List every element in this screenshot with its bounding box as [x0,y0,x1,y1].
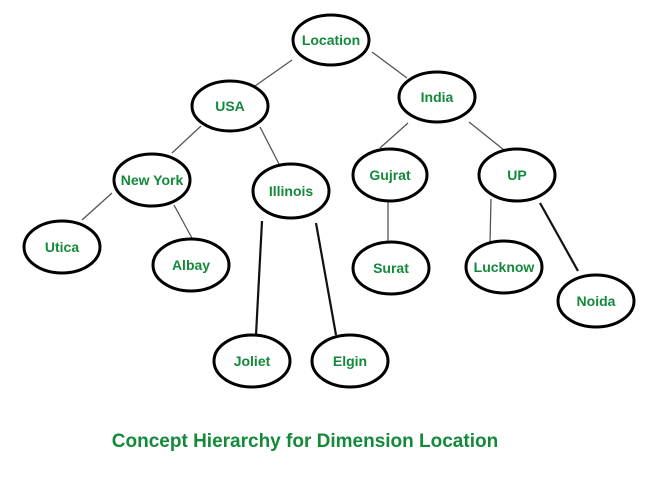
edge-usa-to-illinois [259,126,280,165]
node-ellipse [22,219,102,275]
node-ellipse [556,273,636,329]
node-ellipse [291,13,371,67]
node-albay: Albay [151,237,231,293]
node-label: Albay [172,257,210,273]
node-label: Gujrat [369,167,411,183]
node-ellipse [212,333,292,389]
node-elgin: Elgin [310,333,390,389]
node-ellipse [112,152,192,208]
edges [81,51,579,336]
node-up: UP [477,147,557,203]
node-ellipse [477,147,557,203]
node-ellipse [464,239,544,295]
edge-india-to-gujrat [379,122,409,149]
node-illinois: Illinois [251,162,331,220]
node-label: Utica [45,239,79,255]
node-ellipse [251,162,331,220]
node-surat: Surat [351,240,431,296]
edge-location-to-india [371,51,408,79]
node-utica: Utica [22,219,102,275]
node-india: India [397,70,477,124]
node-label: Joliet [234,353,271,369]
node-usa: USA [190,79,270,133]
edge-new-york-to-utica [81,192,113,221]
diagram-caption: Concept Hierarchy for Dimension Location [111,431,499,452]
node-joliet: Joliet [212,333,292,389]
edge-location-to-usa [254,59,293,87]
node-label: Lucknow [474,259,535,275]
edge-up-to-lucknow [489,198,492,244]
node-ellipse [151,237,231,293]
edge-illinois-to-elgin [314,222,338,336]
edge-illinois-to-joliet [254,220,264,336]
node-ellipse [190,79,270,133]
node-ellipse [351,147,429,203]
edge-usa-to-new-york [171,125,202,154]
edge-new-york-to-albay [173,204,194,241]
edge-india-to-up [468,121,505,151]
node-ellipse [310,333,390,389]
node-label: Illinois [269,183,314,199]
node-lucknow: Lucknow [464,239,544,295]
node-label: Location [302,32,360,48]
node-label: Noida [577,293,616,309]
node-label: Elgin [333,353,367,369]
node-location: Location [291,13,371,67]
node-noida: Noida [556,273,636,329]
node-label: USA [215,98,245,114]
node-label: UP [507,167,526,183]
node-gujrat: Gujrat [351,147,429,203]
node-label: India [421,89,454,105]
node-label: Surat [373,260,409,276]
edge-up-to-noida [539,202,579,272]
node-label: New York [121,172,184,188]
node-ellipse [397,70,477,124]
node-new-york: New York [112,152,192,208]
node-ellipse [351,240,431,296]
